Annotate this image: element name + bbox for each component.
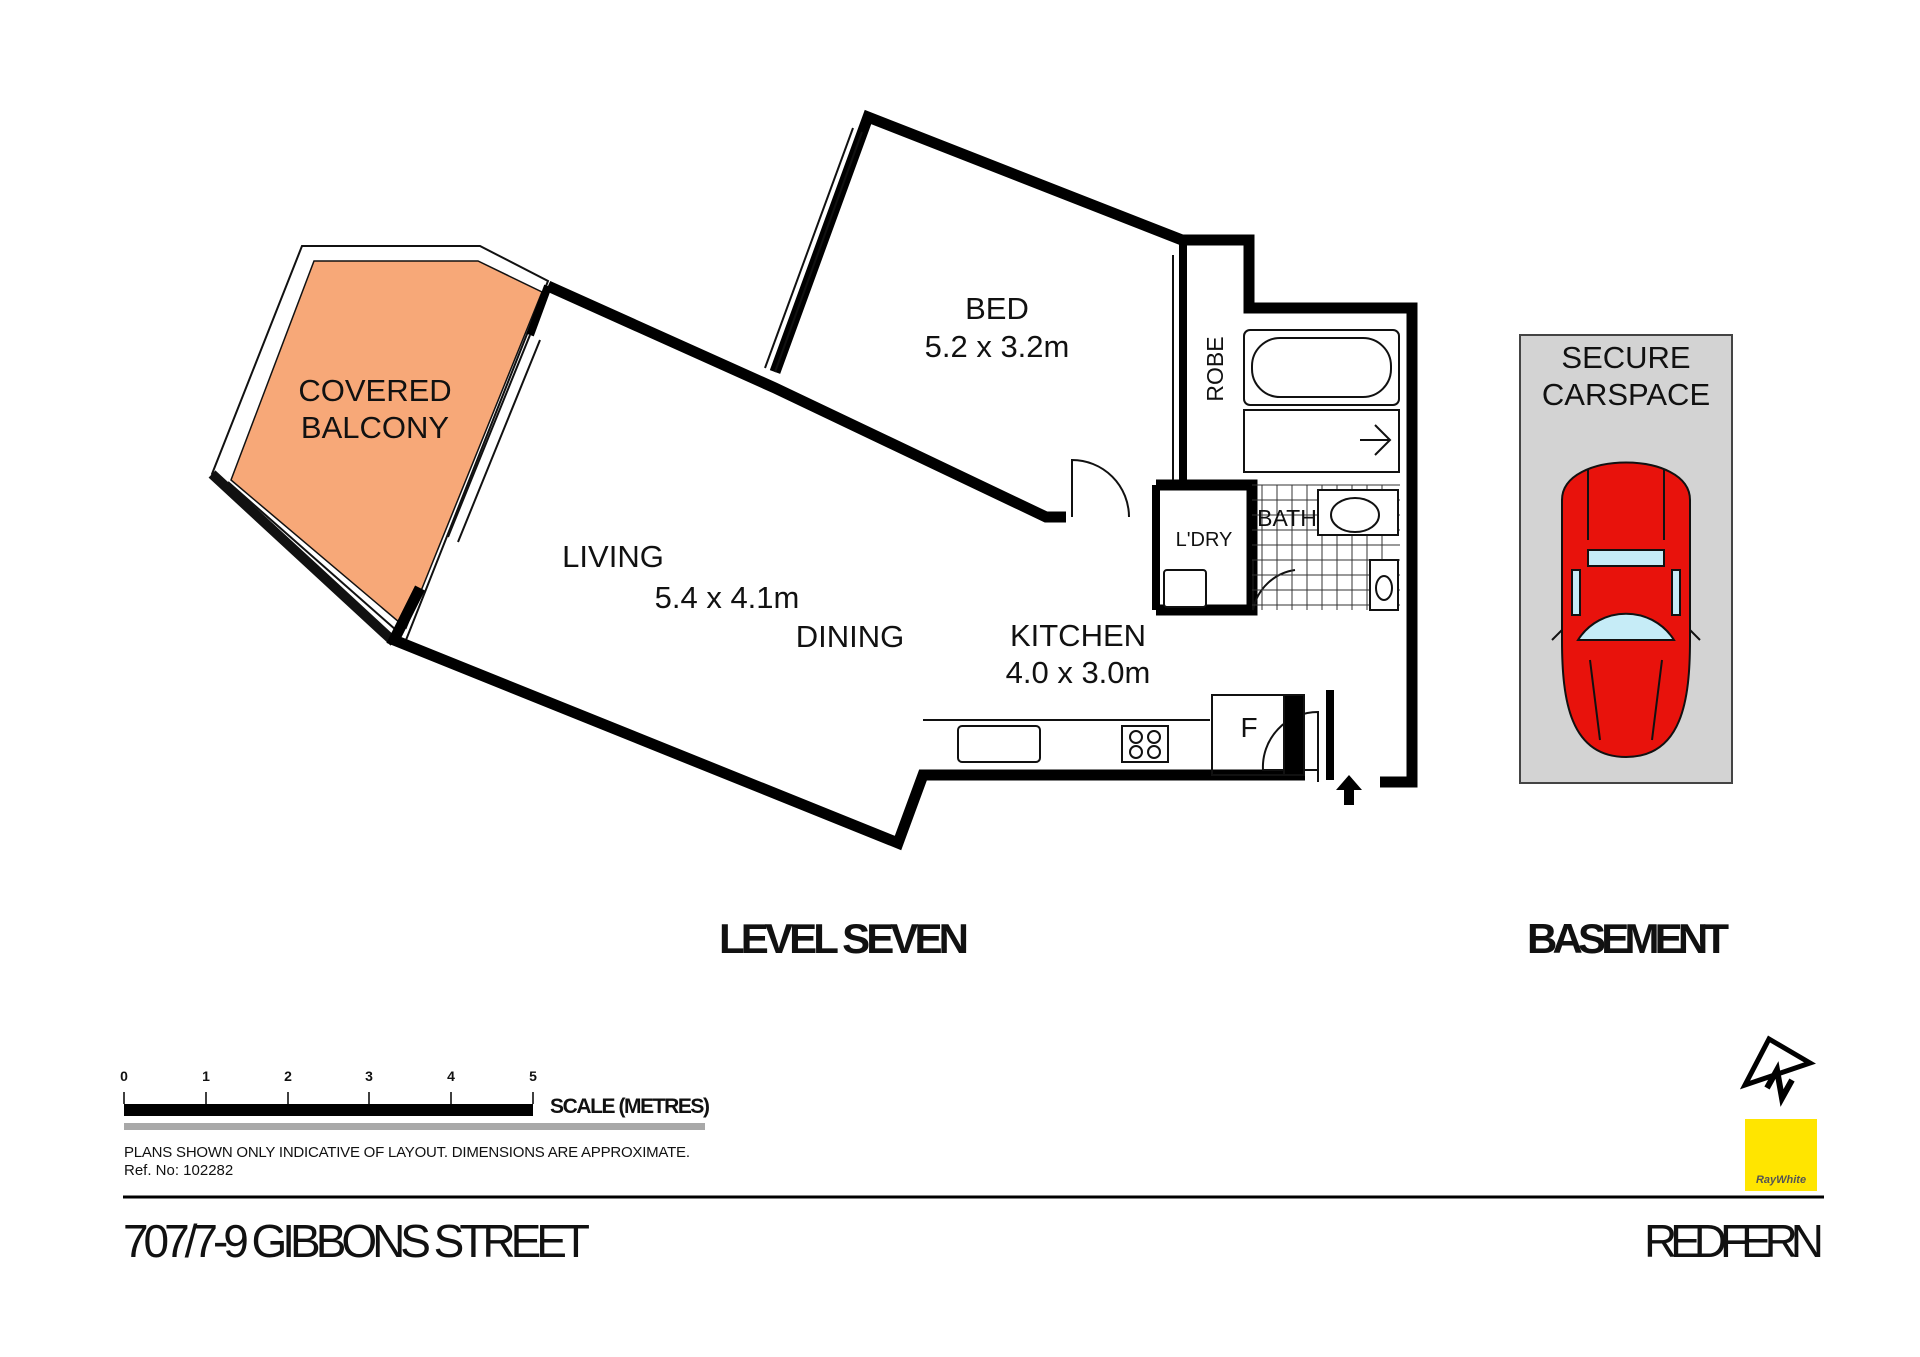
address: 707/7-9 GIBBONS STREET (123, 1215, 590, 1267)
logo-text: RayWhite (1756, 1174, 1806, 1186)
dining-label: DINING (796, 619, 905, 654)
scale-tick-0: 0 (120, 1068, 128, 1084)
balcony-label-2: BALCONY (301, 410, 449, 445)
bed-label: BED (965, 291, 1029, 326)
living-size: 5.4 x 4.1m (655, 580, 800, 615)
windows (447, 127, 1174, 543)
basement-title: BASEMENT (1527, 915, 1729, 962)
suburb: REDFERN (1644, 1215, 1824, 1267)
living-label: LIVING (562, 539, 664, 574)
bathroom (1163, 329, 1400, 611)
kitchen-size: 4.0 x 3.0m (1006, 655, 1151, 690)
level-title: LEVEL SEVEN (719, 915, 969, 962)
kitchen-label: KITCHEN (1010, 618, 1146, 653)
doors (1071, 458, 1319, 782)
scale-tick-5: 5 (529, 1068, 537, 1084)
covered-balcony (208, 245, 550, 646)
raywhite-logo: RayWhite (1745, 1119, 1817, 1191)
fridge-label: F (1240, 712, 1257, 743)
kitchen-bench (923, 694, 1305, 776)
bed-size: 5.2 x 3.2m (925, 329, 1070, 364)
carspace-label-1: SECURE (1561, 340, 1690, 375)
bath-label: BATH (1257, 505, 1317, 531)
balcony-label-1: COVERED (298, 373, 451, 408)
scale-tick-4: 4 (447, 1068, 455, 1084)
car-icon (1551, 461, 1701, 759)
north-arrow-icon (1739, 1035, 1816, 1107)
robe-label: ROBE (1202, 336, 1228, 401)
scale-bar: 0 1 2 3 4 5 SCALE (METRES) (120, 1068, 710, 1130)
scale-tick-2: 2 (284, 1068, 292, 1084)
scale-label: SCALE (METRES) (550, 1095, 710, 1118)
ref-number: Ref. No: 102282 (124, 1162, 233, 1179)
entry-arrow-icon (1336, 775, 1362, 805)
carspace-label-2: CARSPACE (1542, 377, 1710, 412)
laundry-label: L'DRY (1176, 529, 1233, 551)
disclaimer: PLANS SHOWN ONLY INDICATIVE OF LAYOUT. D… (124, 1144, 690, 1161)
walls (386, 109, 1418, 851)
secure-carspace: SECURE CARSPACE (1519, 334, 1733, 784)
scale-tick-1: 1 (202, 1068, 210, 1084)
scale-tick-3: 3 (365, 1068, 373, 1084)
